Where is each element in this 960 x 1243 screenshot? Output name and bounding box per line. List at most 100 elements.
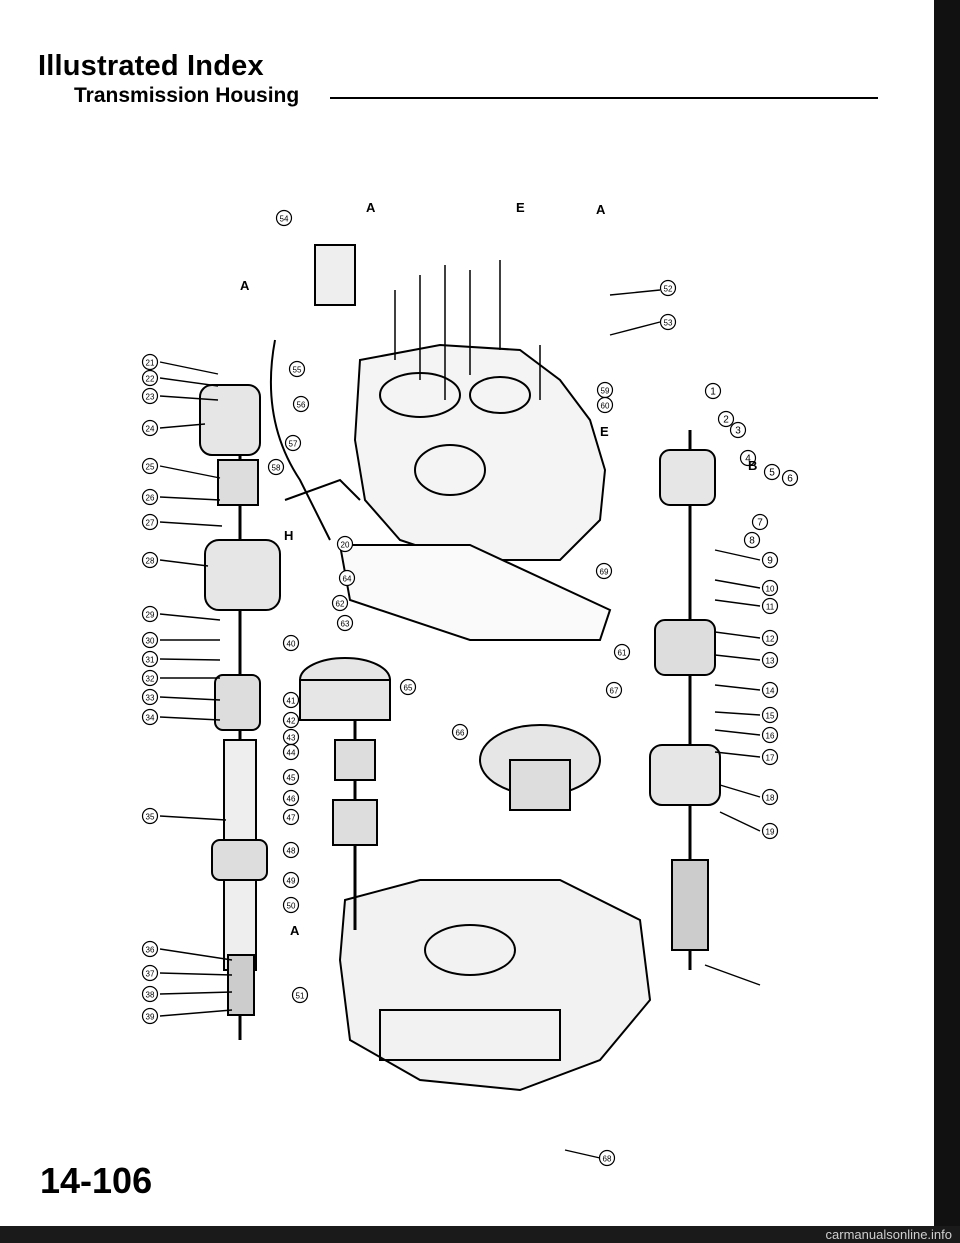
svg-text:66: 66: [456, 729, 465, 738]
callout-30: 30: [141, 631, 159, 649]
callout-31: 31: [141, 650, 159, 668]
callout-55: 55: [288, 360, 306, 378]
section-subtitle: Transmission Housing: [74, 84, 300, 107]
svg-text:60: 60: [601, 402, 610, 411]
svg-text:58: 58: [272, 464, 281, 473]
transmission-housing: [338, 343, 612, 641]
callout-68: 68: [598, 1149, 616, 1167]
svg-text:42: 42: [287, 717, 296, 726]
letter-marks: A A A E E B H A: [240, 200, 757, 938]
callout-60: 60: [596, 396, 614, 414]
svg-text:17: 17: [766, 754, 775, 763]
callout-32: 32: [141, 669, 159, 687]
callout-12: 12: [761, 629, 779, 647]
svg-text:6: 6: [787, 474, 793, 485]
callout-29: 29: [141, 605, 159, 623]
callout-61: 61: [613, 643, 631, 661]
callout-27: 27: [141, 513, 159, 531]
svg-text:5: 5: [769, 468, 775, 479]
callout-41: 41: [282, 691, 300, 709]
callout-1: 1: [704, 382, 722, 400]
svg-text:39: 39: [146, 1013, 155, 1022]
svg-text:8: 8: [749, 536, 755, 547]
callout-17: 17: [761, 748, 779, 766]
svg-text:37: 37: [146, 970, 155, 979]
mainshaft-assembly: [199, 384, 281, 1040]
svg-text:19: 19: [766, 828, 775, 837]
subtitle-rule: [330, 97, 878, 99]
callout-19: 19: [761, 822, 779, 840]
callout-59: 59: [596, 381, 614, 399]
svg-text:13: 13: [766, 657, 775, 666]
callout-52: 52: [659, 279, 677, 297]
callout-24: 24: [141, 419, 159, 437]
callout-50: 50: [282, 896, 300, 914]
leader-lines: [159, 289, 761, 1159]
svg-text:47: 47: [287, 814, 296, 823]
letter-mark: A: [596, 202, 606, 217]
page-title: Illustrated Index: [38, 50, 264, 82]
callout-21: 21: [141, 353, 159, 371]
callout-8: 8: [743, 531, 761, 549]
svg-text:11: 11: [766, 603, 775, 612]
callout-3: 3: [729, 421, 747, 439]
callout-58: 58: [267, 458, 285, 476]
callout-14: 14: [761, 681, 779, 699]
svg-text:45: 45: [287, 774, 296, 783]
callout-45: 45: [282, 768, 300, 786]
svg-text:64: 64: [343, 575, 352, 584]
letter-mark: E: [516, 200, 525, 215]
svg-text:36: 36: [146, 946, 155, 955]
svg-text:38: 38: [146, 991, 155, 1000]
callout-66: 66: [451, 723, 469, 741]
svg-text:51: 51: [296, 992, 305, 1001]
letter-mark: H: [284, 528, 293, 543]
letter-mark: E: [600, 424, 609, 439]
svg-text:46: 46: [287, 795, 296, 804]
svg-text:34: 34: [146, 714, 155, 723]
scan-edge-right: [934, 0, 960, 1243]
callout-47: 47: [282, 808, 300, 826]
svg-text:2: 2: [723, 415, 729, 426]
svg-text:63: 63: [341, 620, 350, 629]
callout-11: 11: [761, 597, 779, 615]
svg-text:25: 25: [146, 463, 155, 472]
page-number: 14-106: [40, 1160, 153, 1201]
svg-text:16: 16: [766, 732, 775, 741]
countershaft-assembly: [649, 430, 721, 970]
svg-text:50: 50: [287, 902, 296, 911]
letter-mark: A: [240, 278, 250, 293]
callout-6: 6: [781, 469, 799, 487]
callout-57: 57: [284, 434, 302, 452]
svg-text:21: 21: [146, 359, 155, 368]
svg-text:27: 27: [146, 519, 155, 528]
callout-7: 7: [751, 513, 769, 531]
lower-clutch-housing: [338, 879, 652, 1092]
svg-text:65: 65: [404, 684, 413, 693]
svg-text:20: 20: [341, 541, 350, 550]
svg-text:53: 53: [664, 319, 673, 328]
housing-bolts: [394, 260, 541, 400]
callout-23: 23: [141, 387, 159, 405]
svg-text:7: 7: [757, 518, 763, 529]
callout-25: 25: [141, 457, 159, 475]
callout-2: 2: [717, 410, 735, 428]
svg-text:33: 33: [146, 694, 155, 703]
callout-39: 39: [141, 1007, 159, 1025]
letter-mark: A: [290, 923, 300, 938]
shift-lever-mechanism: [269, 244, 361, 541]
svg-text:9: 9: [767, 556, 773, 567]
callout-35: 35: [141, 807, 159, 825]
callout-18: 18: [761, 788, 779, 806]
callout-4: 4: [739, 449, 757, 467]
svg-text:30: 30: [146, 637, 155, 646]
svg-text:35: 35: [146, 813, 155, 822]
svg-text:41: 41: [287, 697, 296, 706]
svg-text:31: 31: [146, 656, 155, 665]
svg-text:56: 56: [297, 401, 306, 410]
callout-26: 26: [141, 488, 159, 506]
svg-text:69: 69: [600, 568, 609, 577]
callout-15: 15: [761, 706, 779, 724]
svg-text:14: 14: [766, 687, 775, 696]
svg-text:43: 43: [287, 734, 296, 743]
